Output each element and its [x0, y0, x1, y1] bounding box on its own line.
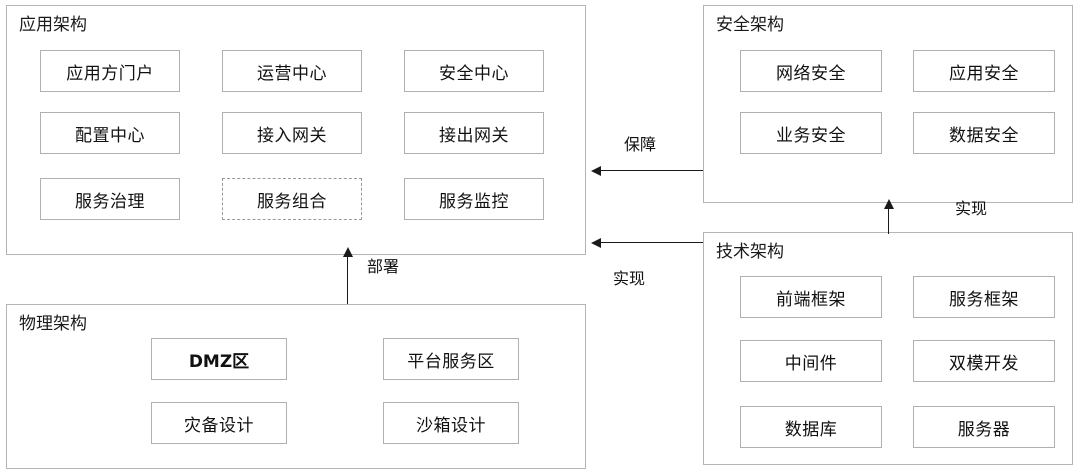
- edge-label-bushu: 部署: [367, 257, 400, 276]
- node-operation-center[interactable]: 运营中心: [222, 50, 362, 92]
- node-server[interactable]: 服务器: [913, 406, 1055, 448]
- node-dual-mode-development[interactable]: 双模开发: [913, 340, 1055, 382]
- node-service-framework[interactable]: 服务框架: [913, 276, 1055, 318]
- node-security-center[interactable]: 安全中心: [404, 50, 544, 92]
- node-disaster-recovery-design[interactable]: 灾备设计: [151, 402, 287, 444]
- node-sandbox-design[interactable]: 沙箱设计: [383, 402, 519, 444]
- edge-technology-to-application-line: [601, 242, 703, 244]
- node-egress-gateway[interactable]: 接出网关: [404, 112, 544, 154]
- node-service-governance[interactable]: 服务治理: [40, 178, 180, 220]
- node-platform-service-zone[interactable]: 平台服务区: [383, 338, 519, 380]
- node-business-security[interactable]: 业务安全: [740, 112, 882, 154]
- node-config-center[interactable]: 配置中心: [40, 112, 180, 154]
- node-frontend-framework[interactable]: 前端框架: [740, 276, 882, 318]
- edge-physical-to-application-arrowhead: [343, 247, 353, 257]
- node-application-portal[interactable]: 应用方门户: [40, 50, 180, 92]
- container-physical-architecture[interactable]: 物理架构: [6, 304, 586, 469]
- node-service-monitoring[interactable]: 服务监控: [404, 178, 544, 220]
- edge-label-baozhang: 保障: [624, 135, 657, 154]
- node-ingress-gateway[interactable]: 接入网关: [222, 112, 362, 154]
- container-title-technology: 技术架构: [716, 242, 784, 262]
- node-network-security[interactable]: 网络安全: [740, 50, 882, 92]
- edge-security-to-application-line: [601, 170, 703, 172]
- edge-technology-to-security-arrowhead: [884, 199, 894, 209]
- edge-physical-to-application-line: [347, 256, 349, 304]
- node-data-security[interactable]: 数据安全: [913, 112, 1055, 154]
- edge-security-to-application-arrowhead: [591, 166, 601, 176]
- container-title-physical: 物理架构: [19, 314, 87, 334]
- container-title-application: 应用架构: [19, 15, 87, 35]
- edge-label-shixian-security: 实现: [955, 199, 988, 218]
- node-application-security[interactable]: 应用安全: [913, 50, 1055, 92]
- edge-technology-to-security-line: [888, 208, 890, 234]
- node-service-composition[interactable]: 服务组合: [222, 178, 362, 220]
- container-title-security: 安全架构: [716, 15, 784, 35]
- edge-label-shixian-app: 实现: [613, 269, 646, 288]
- edge-technology-to-application-arrowhead: [591, 238, 601, 248]
- container-security-architecture[interactable]: 安全架构: [703, 5, 1073, 203]
- node-dmz-zone[interactable]: DMZ区: [151, 338, 287, 380]
- node-database[interactable]: 数据库: [740, 406, 882, 448]
- node-middleware[interactable]: 中间件: [740, 340, 882, 382]
